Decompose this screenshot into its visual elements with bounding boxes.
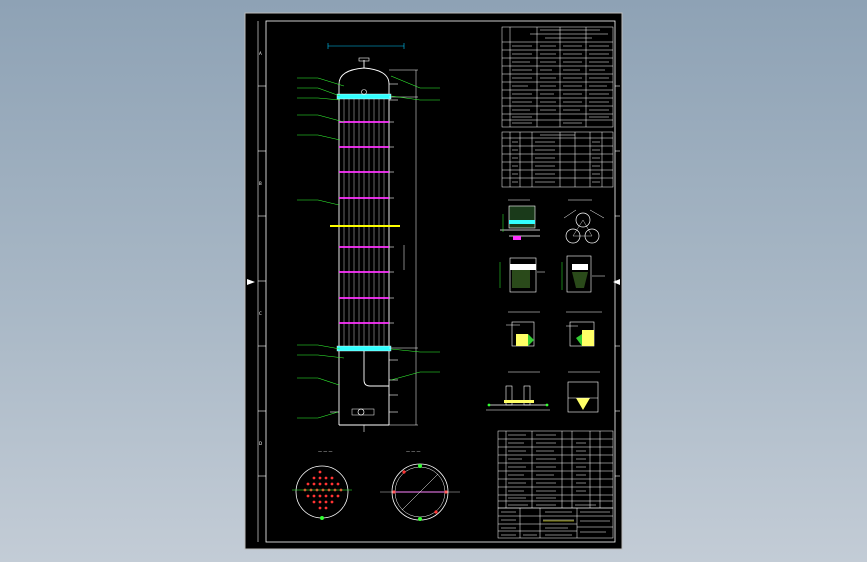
top-nozzle-flange — [361, 89, 367, 95]
zone-label-b: B — [259, 181, 262, 186]
bottom-outlet-pipe — [363, 351, 389, 387]
svg-text:— — —: — — — — [406, 449, 421, 454]
leader-lines — [297, 75, 440, 419]
exchanger-elevation — [297, 43, 440, 432]
nozzle-table-text — [512, 134, 600, 183]
top-dimension-line — [327, 43, 405, 49]
drawing-sheet — [244, 12, 623, 550]
zone-label-d: D — [259, 441, 262, 446]
zone-label-c: C — [259, 311, 262, 316]
detail-flange-left — [499, 257, 545, 293]
detail-tube-joint — [500, 199, 540, 240]
nozzle-table — [501, 131, 614, 188]
lower-tube-sheet — [336, 345, 392, 352]
parts-list-text — [508, 434, 596, 506]
detail-weld-right — [566, 311, 602, 347]
baffle-ends — [389, 121, 394, 324]
centering-mark-right — [613, 279, 620, 285]
detail-flange-right — [561, 255, 605, 293]
tube-bundle — [343, 99, 385, 346]
detail-support-left — [486, 371, 550, 411]
technical-table-text — [512, 29, 609, 124]
section-view-right: — — — — [380, 449, 460, 521]
title-block-text — [501, 511, 610, 536]
svg-text:— — —: — — — — [318, 449, 333, 454]
parts-list — [497, 430, 614, 509]
zone-ticks-left — [258, 85, 266, 477]
detail-weld-left — [506, 311, 540, 347]
tube-layout-dots — [303, 470, 343, 510]
zone-label-a: A — [259, 51, 262, 56]
detail-support-right — [567, 371, 600, 413]
detail-tube-pattern — [563, 199, 605, 244]
baffles — [339, 121, 389, 324]
bottom-flange — [351, 408, 375, 416]
section-view-left: — — — — [292, 449, 352, 520]
centering-mark-left — [247, 279, 255, 285]
technical-table — [501, 26, 614, 128]
title-block — [497, 507, 614, 539]
